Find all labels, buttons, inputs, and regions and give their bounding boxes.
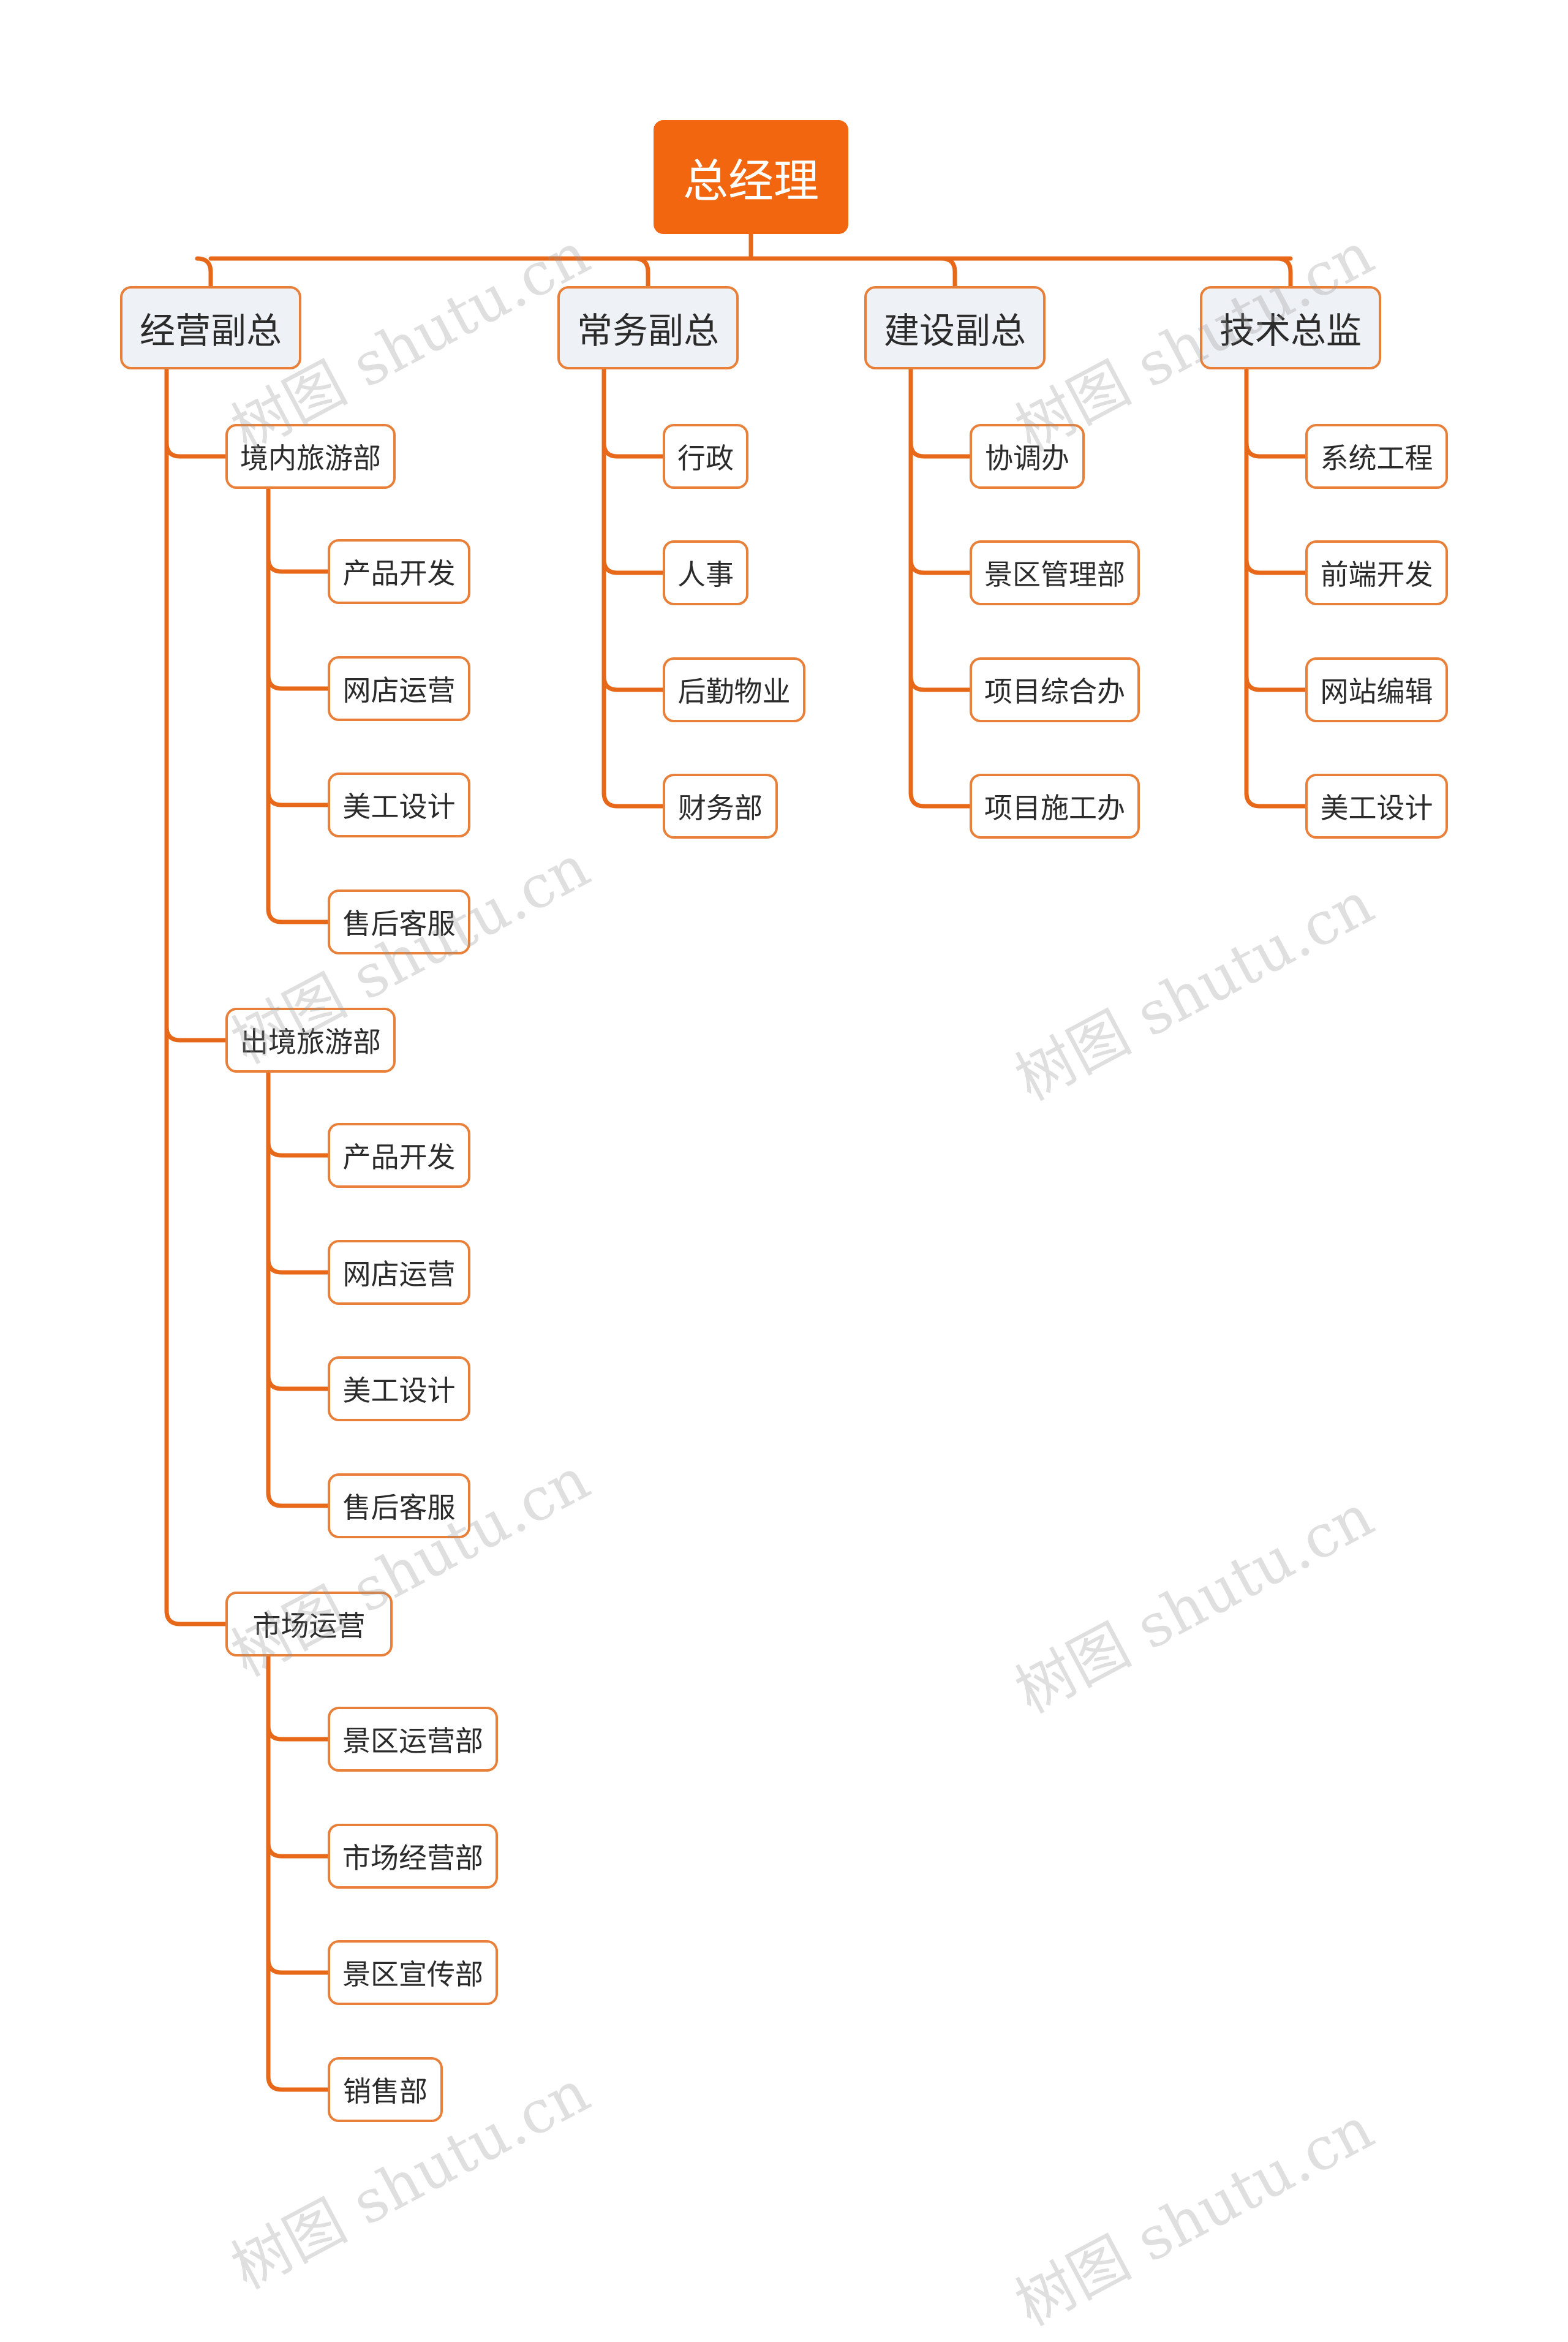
dept-administration[interactable]: 行政 xyxy=(663,424,748,489)
dept-logistics-property[interactable]: 后勤物业 xyxy=(663,657,805,722)
elbow-line xyxy=(908,790,972,809)
dept-label: 美工设计 xyxy=(342,1374,456,1407)
dept-scenic-promotion[interactable]: 景区宣传部 xyxy=(328,1940,498,2005)
dept-after-sales-service[interactable]: 售后客服 xyxy=(328,890,470,954)
branch-drop-line xyxy=(632,256,650,289)
dept-market-management[interactable]: 市场经营部 xyxy=(328,1824,498,1889)
elbow-line xyxy=(266,1840,330,1859)
dept-finance[interactable]: 财务部 xyxy=(663,774,778,839)
dept-label: 项目综合办 xyxy=(984,675,1125,708)
dept-label: 市场经营部 xyxy=(342,1841,483,1875)
elbow-line xyxy=(1244,440,1308,459)
dept-label: 景区运营部 xyxy=(342,1724,483,1758)
dept-label: 售后客服 xyxy=(342,1491,456,1524)
dept-label: 产品开发 xyxy=(342,1141,456,1174)
elbow-line xyxy=(164,1024,228,1043)
branch-technical-director[interactable]: 技术总监 xyxy=(1200,286,1381,369)
dept-label: 系统工程 xyxy=(1320,442,1433,475)
root-label: 总经理 xyxy=(683,154,819,208)
elbow-line xyxy=(266,1490,330,1508)
dept-label: 产品开发 xyxy=(342,557,456,590)
group-label: 市场运营 xyxy=(252,1609,366,1642)
dept-label: 售后客服 xyxy=(342,907,456,940)
dept-online-store-operations[interactable]: 网店运营 xyxy=(328,1240,470,1305)
elbow-line xyxy=(266,1139,330,1158)
branch-executive-vp[interactable]: 常务副总 xyxy=(557,286,739,369)
branch-label: 常务副总 xyxy=(576,310,719,352)
dept-label: 网店运营 xyxy=(342,674,456,707)
dept-art-design[interactable]: 美工设计 xyxy=(328,1356,470,1421)
dept-label: 景区宣传部 xyxy=(342,1958,483,1991)
group-label: 出境旅游部 xyxy=(240,1026,381,1059)
dept-sales[interactable]: 销售部 xyxy=(328,2057,443,2122)
branch-drop-line xyxy=(1275,256,1293,289)
elbow-line xyxy=(266,2074,330,2092)
dept-human-resources[interactable]: 人事 xyxy=(663,540,748,605)
dept-after-sales-service[interactable]: 售后客服 xyxy=(328,1473,470,1538)
elbow-line xyxy=(164,1608,228,1626)
elbow-line xyxy=(266,1723,330,1742)
dept-project-construction-office[interactable]: 项目施工办 xyxy=(970,774,1140,839)
elbow-line xyxy=(1244,557,1308,575)
group-label: 境内旅游部 xyxy=(240,442,381,475)
elbow-line xyxy=(266,1957,330,1975)
elbow-line xyxy=(601,557,665,575)
dept-label: 财务部 xyxy=(678,791,763,825)
dept-frontend-development[interactable]: 前端开发 xyxy=(1305,540,1448,605)
branch-label: 建设副总 xyxy=(883,310,1026,352)
elbow-line xyxy=(1244,790,1308,809)
root-node-general-manager[interactable]: 总经理 xyxy=(654,120,848,234)
branch-drop-line xyxy=(195,256,213,289)
elbow-line xyxy=(1244,674,1308,692)
dept-label: 项目施工办 xyxy=(984,791,1125,825)
dept-art-design[interactable]: 美工设计 xyxy=(1305,774,1448,839)
elbow-line xyxy=(908,674,972,692)
dept-website-editing[interactable]: 网站编辑 xyxy=(1305,657,1448,722)
dept-product-development[interactable]: 产品开发 xyxy=(328,1123,470,1188)
elbow-line xyxy=(601,674,665,692)
dept-label: 美工设计 xyxy=(342,790,456,823)
group-outbound-travel[interactable]: 出境旅游部 xyxy=(225,1008,396,1073)
dept-systems-engineering[interactable]: 系统工程 xyxy=(1305,424,1448,489)
dept-art-design[interactable]: 美工设计 xyxy=(328,772,470,837)
dept-coordination-office[interactable]: 协调办 xyxy=(970,424,1085,489)
group-market-operations[interactable]: 市场运营 xyxy=(225,1592,393,1656)
elbow-line xyxy=(266,789,330,807)
branch-drop-line xyxy=(939,256,957,289)
elbow-line xyxy=(266,673,330,691)
dept-label: 行政 xyxy=(677,442,734,475)
dept-label: 美工设计 xyxy=(1320,791,1433,825)
dept-label: 人事 xyxy=(677,558,734,591)
dept-label: 协调办 xyxy=(985,442,1069,475)
dept-online-store-operations[interactable]: 网店运营 xyxy=(328,656,470,721)
elbow-line xyxy=(601,440,665,459)
branch-construction-vp[interactable]: 建设副总 xyxy=(864,286,1046,369)
dept-scenic-operations[interactable]: 景区运营部 xyxy=(328,1707,498,1772)
dept-project-general-office[interactable]: 项目综合办 xyxy=(970,657,1140,722)
dept-label: 销售部 xyxy=(343,2075,428,2108)
branch-label: 技术总监 xyxy=(1219,310,1362,352)
dept-label: 后勤物业 xyxy=(677,675,791,708)
elbow-line xyxy=(266,1256,330,1275)
dept-label: 网店运营 xyxy=(342,1258,456,1291)
branch-label: 经营副总 xyxy=(139,310,282,352)
elbow-line xyxy=(601,790,665,809)
connector-lines xyxy=(164,232,1308,2092)
dept-product-development[interactable]: 产品开发 xyxy=(328,539,470,604)
dept-label: 前端开发 xyxy=(1320,558,1433,591)
elbow-line xyxy=(908,557,972,575)
elbow-line xyxy=(266,556,330,574)
elbow-line xyxy=(908,440,972,459)
branch-operations-vp[interactable]: 经营副总 xyxy=(120,286,301,369)
elbow-line xyxy=(164,440,228,459)
group-domestic-travel[interactable]: 境内旅游部 xyxy=(225,424,396,489)
dept-scenic-management[interactable]: 景区管理部 xyxy=(970,540,1140,605)
elbow-line xyxy=(266,1373,330,1391)
dept-label: 网站编辑 xyxy=(1320,675,1433,708)
dept-label: 景区管理部 xyxy=(984,558,1125,591)
elbow-line xyxy=(266,906,330,924)
